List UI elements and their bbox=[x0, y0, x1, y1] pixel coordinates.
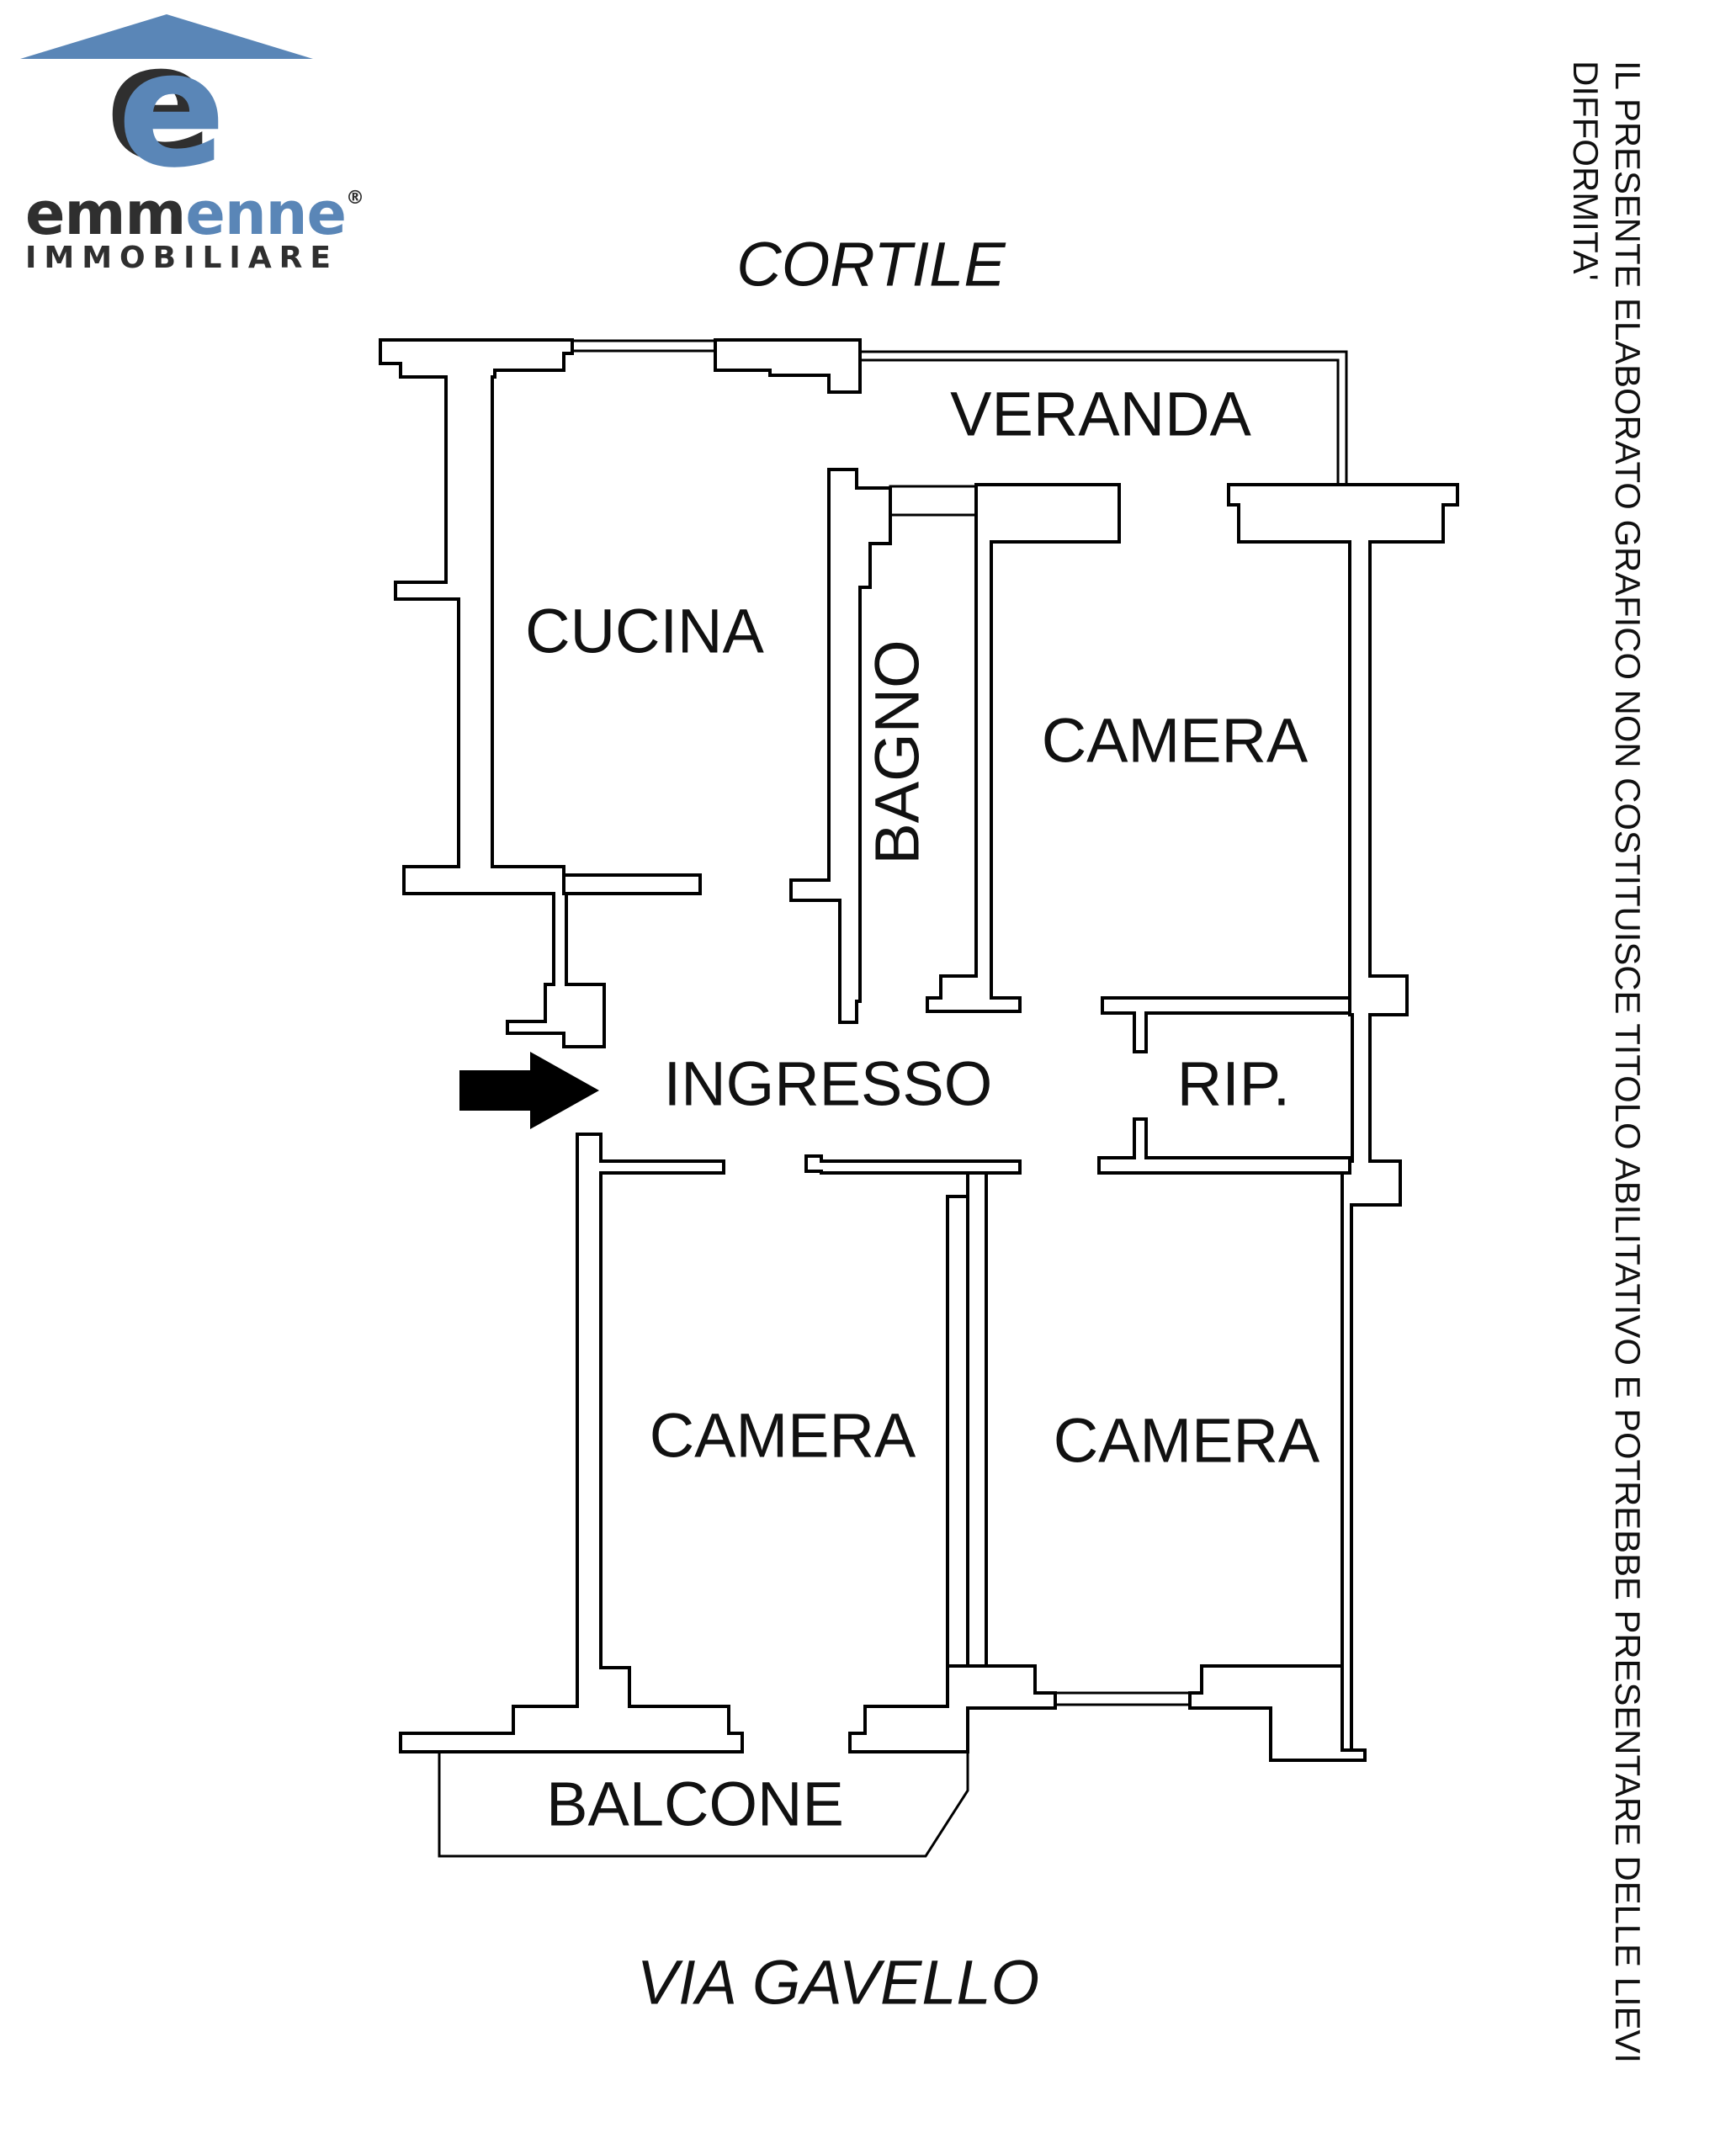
window-bottom bbox=[1054, 1691, 1192, 1706]
disclaimer-line-1: IL PRESENTE ELABORATO GRAFICO NON COSTIT… bbox=[1608, 61, 1648, 2063]
logo-subtitle: IMMOBILIARE bbox=[25, 241, 338, 275]
wall-rip-bottom bbox=[1097, 1117, 1351, 1175]
walls bbox=[379, 338, 1459, 1858]
company-logo: e e emmenne® IMMOBILIARE bbox=[20, 10, 364, 275]
logo-wordmark: emmenne® bbox=[25, 179, 364, 248]
wall-top-middle bbox=[714, 338, 862, 394]
window-bagno bbox=[889, 485, 979, 517]
roof-icon bbox=[20, 14, 313, 59]
label-via-gavello: VIA GAVELLO bbox=[637, 1948, 1040, 2018]
logo-word-dark: emm bbox=[25, 179, 185, 248]
room-labels: CORTILE VERANDA CUCINA BAGNO CAMERA INGR… bbox=[525, 230, 1320, 2018]
label-ingresso: INGRESSO bbox=[664, 1049, 993, 1119]
logo-letter-e: e bbox=[118, 17, 226, 203]
logo-letter-e-shadow: e bbox=[106, 10, 215, 196]
balcony-outline bbox=[438, 1708, 969, 1858]
wall-bagno-left bbox=[789, 468, 892, 1024]
logo-registered: ® bbox=[346, 188, 364, 209]
wall-ingresso-left bbox=[399, 1133, 744, 1753]
wall-divider-cameras bbox=[966, 1171, 988, 1669]
label-camera-se: CAMERA bbox=[1054, 1406, 1320, 1476]
wall-top-right bbox=[1227, 483, 1459, 1760]
veranda-glazing bbox=[860, 350, 1348, 483]
label-rip: RIP. bbox=[1177, 1049, 1290, 1119]
label-cortile: CORTILE bbox=[736, 230, 1006, 300]
label-balcone: BALCONE bbox=[546, 1769, 844, 1839]
logo-word-blue: enne bbox=[185, 179, 346, 248]
wall-rip-top bbox=[1101, 996, 1351, 1053]
wall-bottom-right bbox=[1188, 1664, 1367, 1762]
disclaimer-line-2: DIFFORMITA' bbox=[1566, 61, 1606, 281]
label-bagno: BAGNO bbox=[863, 639, 932, 864]
window-top-left bbox=[571, 339, 717, 353]
wall-cucina-stub bbox=[562, 873, 702, 895]
wall-bottom-middle bbox=[848, 1664, 1057, 1753]
arrow-right-icon bbox=[459, 1052, 599, 1129]
disclaimer: IL PRESENTE ELABORATO GRAFICO NON COSTIT… bbox=[1566, 61, 1648, 2063]
veranda-glazing-inner bbox=[860, 358, 1340, 483]
wall-bagno-right bbox=[926, 483, 1121, 1013]
label-camera-sw: CAMERA bbox=[650, 1401, 916, 1471]
label-cucina: CUCINA bbox=[525, 597, 764, 666]
label-camera-ne: CAMERA bbox=[1042, 706, 1309, 776]
label-veranda: VERANDA bbox=[950, 379, 1251, 449]
wall-top-left bbox=[379, 338, 700, 1048]
